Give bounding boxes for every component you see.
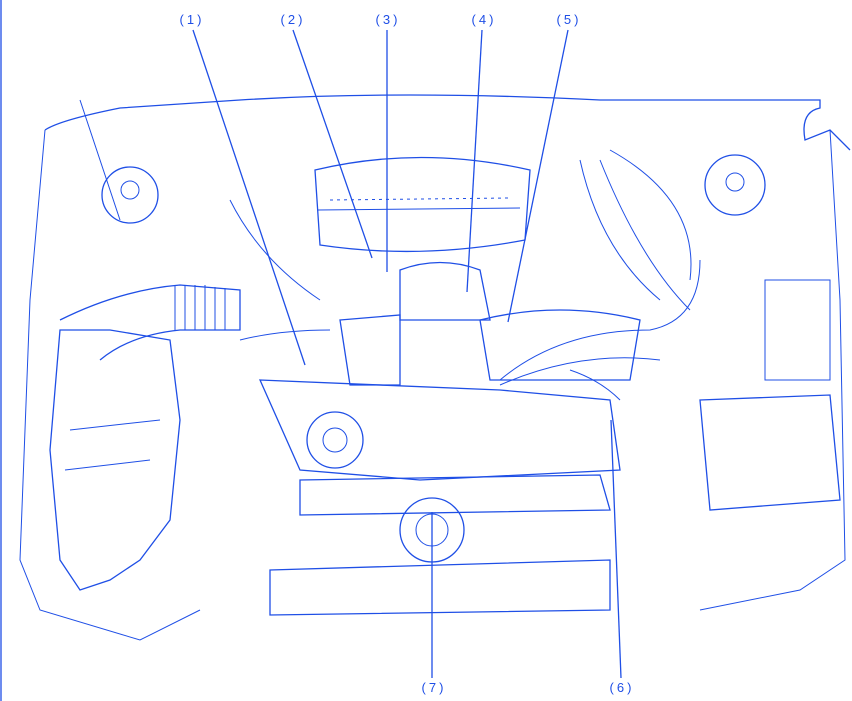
radiator: [269, 559, 611, 616]
battery: [699, 279, 841, 511]
intake-duct: [59, 284, 241, 361]
crank-pulley: [306, 411, 465, 563]
fender-right: [699, 129, 846, 611]
hoses: [79, 99, 701, 401]
callout-5: (5): [556, 12, 582, 27]
intake-manifold: [258, 261, 641, 481]
callout-1: (1): [179, 12, 205, 27]
callout-leaders: [192, 29, 622, 679]
callout-4: (4): [471, 12, 497, 27]
hood-outline: [44, 94, 851, 151]
callout-2: (2): [280, 12, 306, 27]
callout-7: (7): [421, 680, 447, 695]
callout-6: (6): [609, 680, 635, 695]
reservoir-detail: [64, 419, 161, 471]
air-cleaner-box: [314, 156, 531, 253]
reservoir-left: [49, 329, 181, 591]
callout-3: (3): [375, 12, 401, 27]
strut-tower-left: [101, 166, 159, 224]
strut-tower-right: [704, 154, 766, 216]
fender-left: [19, 129, 201, 641]
timing-belt-cover: [299, 474, 611, 516]
